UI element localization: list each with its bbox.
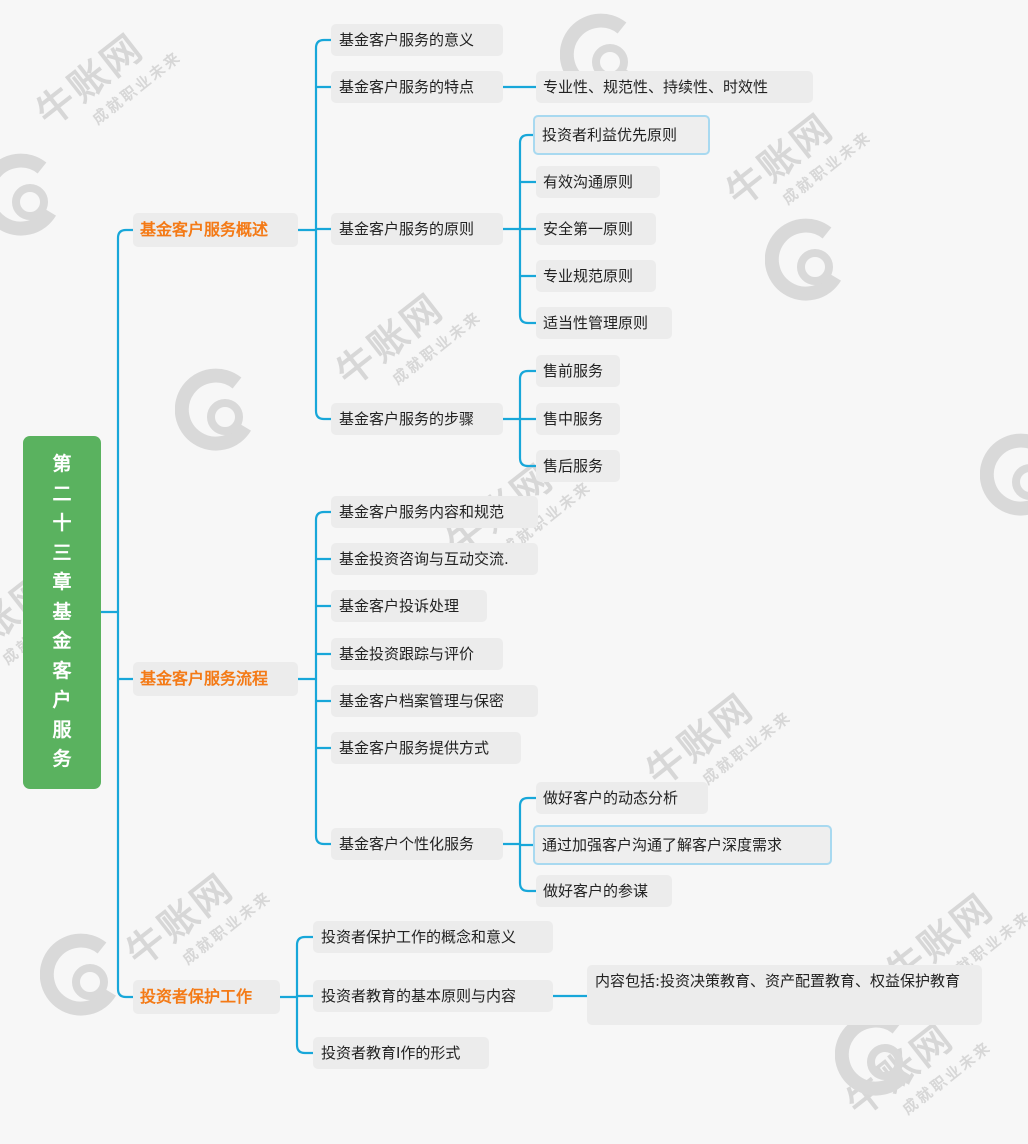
principles-connector-edge — [518, 227, 538, 325]
root-char: 十 — [52, 512, 72, 535]
branch-overview[interactable]: 基金客户服务概述 — [133, 213, 298, 247]
leaf-after-sale[interactable]: 售后服务 — [536, 450, 620, 482]
personalized-connector-edge — [518, 796, 538, 846]
topic-investment-consulting[interactable]: 基金投资咨询与互动交流. — [331, 543, 538, 575]
overview-connector-edge — [314, 38, 333, 232]
root-node[interactable]: 第 二 十 三 章 基 金 客 户 服 务 — [23, 436, 101, 789]
steps-connector-edge — [518, 417, 538, 468]
root-char: 金 — [52, 630, 72, 653]
leaf-professional-norms[interactable]: 专业规范原则 — [536, 260, 656, 292]
leaf-safety-first[interactable]: 安全第一原则 — [536, 213, 656, 245]
topic-tracking-evaluation[interactable]: 基金投资跟踪与评价 — [331, 638, 503, 670]
connector-lines — [99, 38, 589, 1055]
process-connector-edge — [314, 510, 333, 681]
topic-service-meaning[interactable]: 基金客户服务的意义 — [331, 24, 503, 56]
branch-process[interactable]: 基金客户服务流程 — [133, 662, 298, 696]
process-connector-edge — [314, 677, 333, 846]
root-char: 第 — [52, 453, 72, 476]
branch-investor-protection[interactable]: 投资者保护工作 — [133, 980, 280, 1014]
personalized-connector-edge — [518, 842, 538, 893]
leaf-in-sale[interactable]: 售中服务 — [536, 403, 620, 435]
root-char: 客 — [52, 659, 72, 682]
topic-archive-management[interactable]: 基金客户档案管理与保密 — [331, 685, 538, 717]
topic-education-forms[interactable]: 投资者教育I作的形式 — [313, 1037, 489, 1069]
topic-service-steps[interactable]: 基金客户服务的步骤 — [331, 403, 503, 435]
topic-service-methods[interactable]: 基金客户服务提供方式 — [331, 732, 521, 764]
principles-connector-edge — [518, 133, 538, 231]
protection-connector-edge — [295, 995, 315, 1055]
topic-complaint-handling[interactable]: 基金客户投诉处理 — [331, 590, 487, 622]
topic-education-principles[interactable]: 投资者教育的基本原则与内容 — [313, 980, 553, 1012]
leaf-pre-sale[interactable]: 售前服务 — [536, 355, 620, 387]
overview-connector-edge — [314, 228, 333, 421]
leaf-effective-communication[interactable]: 有效沟通原则 — [536, 166, 660, 198]
topic-service-features[interactable]: 基金客户服务的特点 — [331, 71, 503, 103]
root-char: 务 — [52, 748, 72, 771]
leaf-dynamic-analysis[interactable]: 做好客户的动态分析 — [536, 782, 708, 814]
protection-connector-edge — [295, 935, 315, 999]
topic-service-content[interactable]: 基金客户服务内容和规范 — [331, 496, 538, 528]
leaf-advisor[interactable]: 做好客户的参谋 — [536, 875, 672, 907]
topic-service-principles[interactable]: 基金客户服务的原则 — [331, 213, 503, 245]
root-char: 基 — [52, 600, 72, 623]
leaf-suitability-management[interactable]: 适当性管理原则 — [536, 307, 672, 339]
topic-personalized-service[interactable]: 基金客户个性化服务 — [331, 828, 503, 860]
leaf-education-content[interactable]: 内容包括:投资决策教育、资产配置教育、权益保护教育 — [587, 965, 982, 1025]
leaf-features-list[interactable]: 专业性、规范性、持续性、时效性 — [536, 71, 813, 103]
leaf-deep-needs[interactable]: 通过加强客户沟通了解客户深度需求 — [533, 825, 832, 865]
root-char: 二 — [52, 482, 72, 505]
root-connector-edge — [116, 610, 135, 999]
root-connector-edge — [116, 228, 135, 614]
root-char: 户 — [52, 689, 72, 712]
leaf-investor-interest-first[interactable]: 投资者利益优先原则 — [533, 115, 710, 155]
mind-map-canvas: 牛账网成就职业未来牛账网成就职业未来牛账网成就职业未来牛账网成就职业未来牛账网成… — [0, 13, 1028, 1125]
root-char: 章 — [52, 571, 72, 594]
root-char: 服 — [52, 718, 72, 741]
root-char: 三 — [52, 541, 72, 564]
steps-connector-edge — [518, 369, 538, 421]
topic-protection-concept[interactable]: 投资者保护工作的概念和意义 — [313, 921, 553, 953]
